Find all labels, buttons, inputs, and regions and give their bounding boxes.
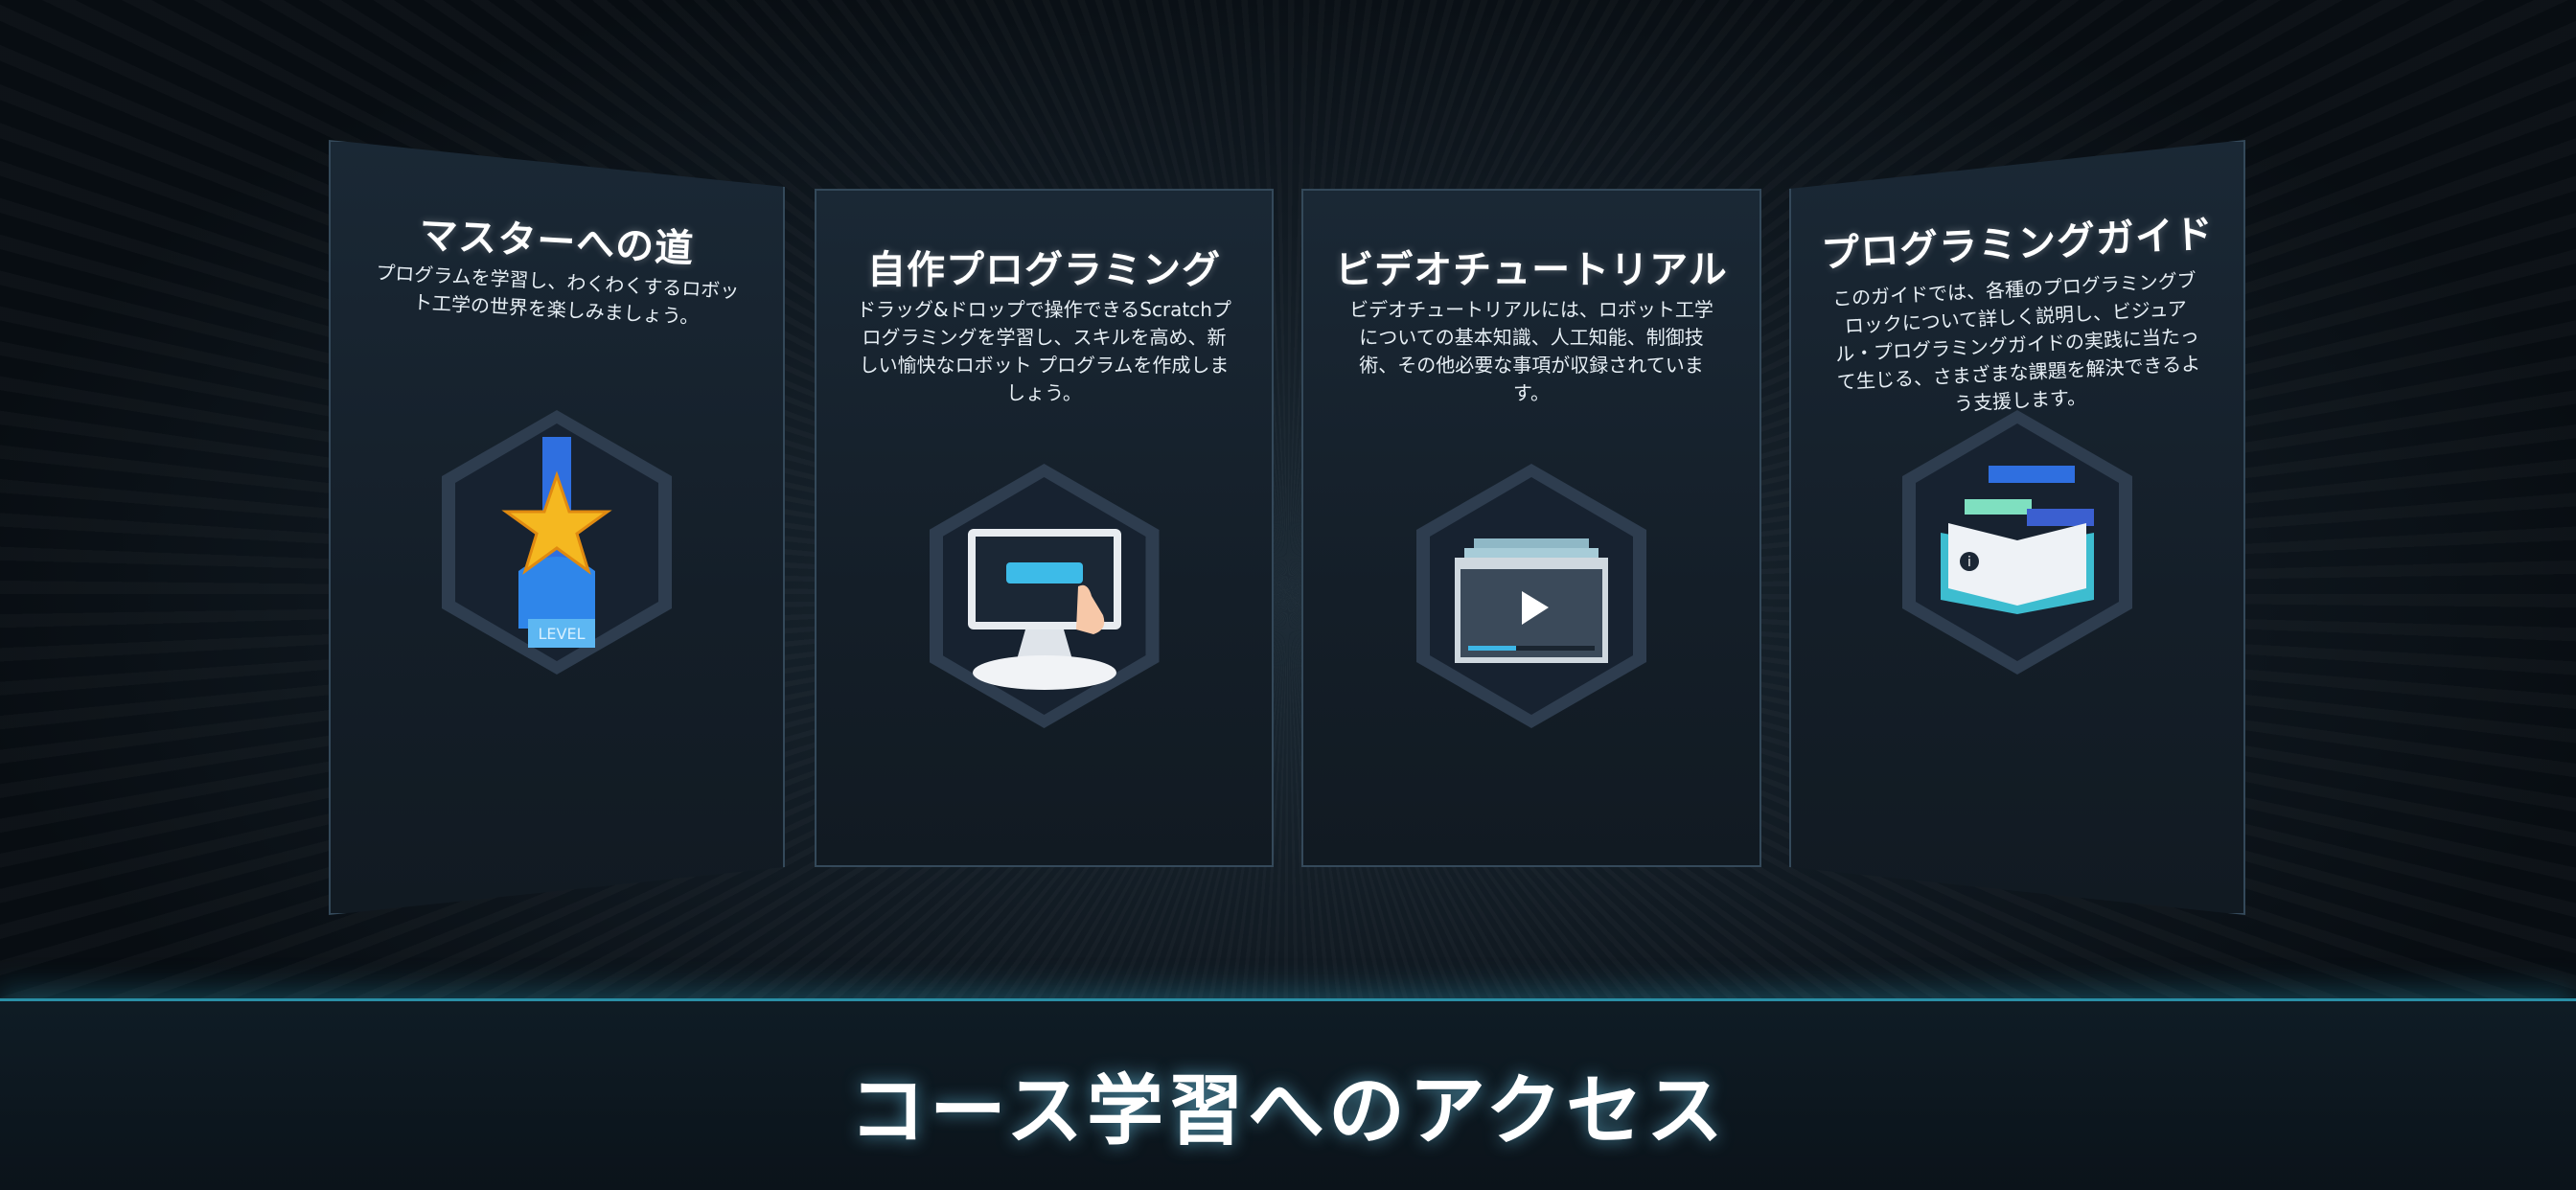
touch-screen-computer-icon bbox=[967, 529, 1121, 690]
card-description: ビデオチュートリアルには、ロボット工学についての基本知識、人工知能、制御技術、そ… bbox=[1349, 298, 1714, 404]
card-video-tutorial[interactable]: ビデオチュートリアル ビデオチュートリアルには、ロボット工学についての基本知識、… bbox=[1301, 189, 1761, 867]
card-title: 自作プログラミング bbox=[867, 248, 1221, 292]
card-programming-guide[interactable]: プログラミングガイド このガイドでは、各種のプログラミングブロックについて詳しく… bbox=[1789, 140, 2245, 915]
level-label: LEVEL bbox=[539, 625, 586, 643]
svg-text:i: i bbox=[1967, 555, 1971, 570]
card-self-programming[interactable]: 自作プログラミング ドラッグ&ドロップで操作できるScratchプログラミングを… bbox=[815, 189, 1274, 867]
open-book-guide-icon: i bbox=[1941, 466, 2094, 614]
card-description: このガイドでは、各種のプログラミングブロックについて詳しく説明し、ビジュアル・プ… bbox=[1831, 268, 2201, 416]
course-access-title: コース学習へのアクセス bbox=[849, 1066, 1727, 1156]
level-star-trophy-icon: LEVEL bbox=[501, 437, 612, 648]
card-title: ビデオチュートリアル bbox=[1335, 248, 1728, 292]
footer-banner[interactable]: コース学習へのアクセス bbox=[0, 998, 2576, 1190]
card-master-path[interactable]: マスターへの道 プログラムを学習し、わくわくするロボット工学の世界を楽しみましょ… bbox=[329, 140, 785, 915]
video-player-icon bbox=[1455, 538, 1608, 663]
card-description: ドラッグ&ドロップで操作できるScratchプログラミングを学習し、スキルを高め… bbox=[857, 298, 1231, 404]
